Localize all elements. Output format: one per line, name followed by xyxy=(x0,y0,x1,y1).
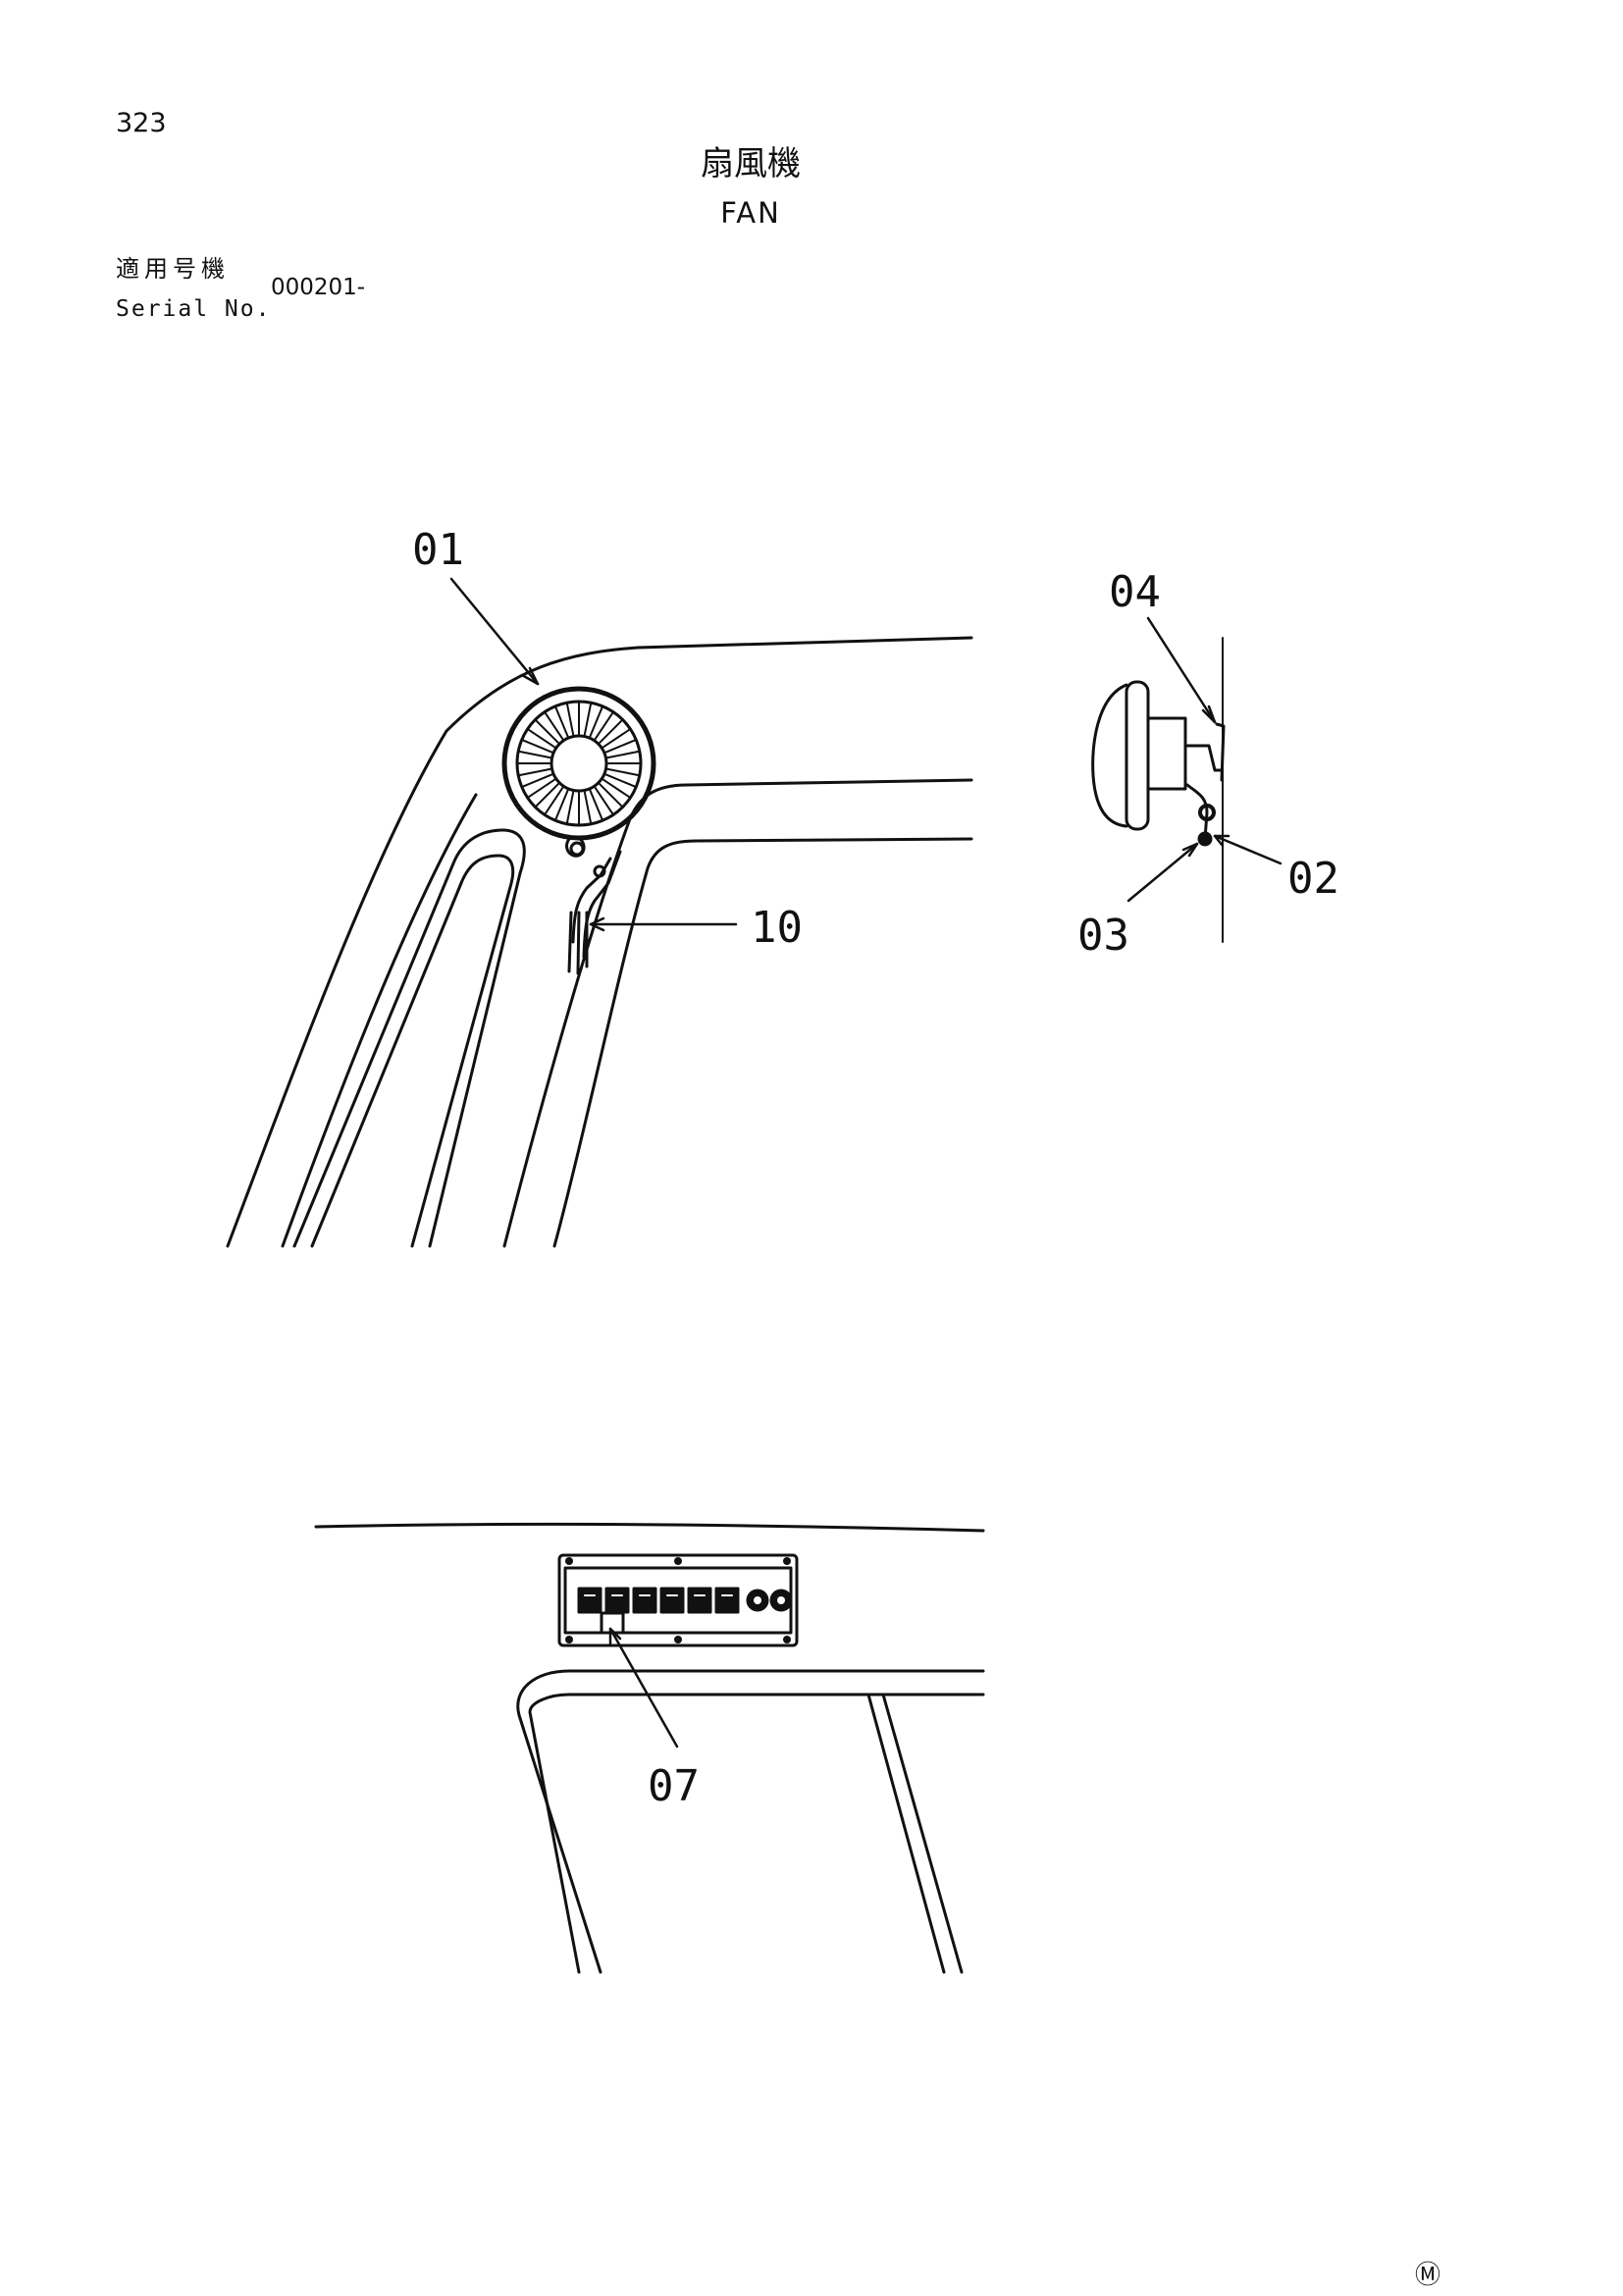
callout-03-label: 03 xyxy=(1077,911,1129,961)
fan-spoke xyxy=(604,739,637,754)
rotary-knob-center xyxy=(754,1596,761,1604)
fan-unit xyxy=(501,686,656,858)
panel-screw xyxy=(565,1557,573,1565)
rocker-switch xyxy=(687,1587,712,1614)
fan-spoke xyxy=(583,791,593,824)
fan-spoke xyxy=(594,711,614,741)
callout-01-label: 01 xyxy=(412,525,464,575)
fan-spoke xyxy=(521,773,553,788)
page-title-japanese: 扇風機 xyxy=(701,144,801,183)
fan-spoke xyxy=(583,703,593,736)
fan-spoke xyxy=(535,719,559,744)
cab-frame-upper xyxy=(226,636,973,1248)
rocker-switch xyxy=(659,1587,685,1614)
fan-spoke xyxy=(535,783,559,808)
fan-spoke xyxy=(606,767,640,777)
fan-spoke xyxy=(602,778,631,799)
callout-04-label: 04 xyxy=(1109,567,1161,617)
panel-screw xyxy=(674,1557,682,1565)
panel-screw xyxy=(783,1557,791,1565)
fan-spoke xyxy=(599,783,623,808)
fan-spoke xyxy=(565,703,575,736)
page-title-english: FAN xyxy=(720,196,781,230)
fan-spoke xyxy=(544,711,564,741)
fan-spoke xyxy=(589,789,603,821)
fan-spoke xyxy=(518,750,551,759)
callout-10-label: 10 xyxy=(751,903,803,953)
rocker-switch xyxy=(604,1587,630,1614)
serial-number-value: 000201- xyxy=(271,275,366,300)
fan-spoke xyxy=(544,786,564,815)
fan-spoke xyxy=(527,778,556,799)
panel-screw xyxy=(674,1636,682,1644)
page-number: 323 xyxy=(116,108,167,138)
callout-02-label: 02 xyxy=(1287,854,1339,904)
leader-lines xyxy=(449,577,1283,1748)
fan-spoke xyxy=(565,791,575,824)
serial-label-english: Serial No. xyxy=(116,296,272,322)
fan-spoke xyxy=(554,705,569,738)
fan-spoke xyxy=(554,789,569,821)
fan-spoke xyxy=(518,767,551,777)
fan-side-view xyxy=(1091,637,1226,943)
rotary-knob-center xyxy=(777,1596,785,1604)
switch-panel xyxy=(557,1553,799,1647)
rocker-switch xyxy=(577,1587,602,1614)
fan-spoke xyxy=(521,739,553,754)
footer-mark: Ⓜ xyxy=(1415,2261,1441,2290)
panel-screw xyxy=(783,1636,791,1644)
fan-spoke xyxy=(606,750,640,759)
callout-07-label: 07 xyxy=(648,1761,700,1811)
rocker-switch xyxy=(632,1587,657,1614)
fan-spoke xyxy=(604,773,637,788)
fan-spoke xyxy=(589,705,603,738)
rocker-switch xyxy=(714,1587,740,1614)
fan-spoke xyxy=(602,728,631,749)
wire-harness xyxy=(567,850,622,975)
cab-frame-lower xyxy=(314,1522,985,1974)
fan-spoke xyxy=(527,728,556,749)
fan-spoke xyxy=(594,786,614,815)
fan-spoke xyxy=(599,719,623,744)
panel-screw xyxy=(565,1636,573,1644)
serial-label-japanese: 適用号機 xyxy=(116,255,230,283)
